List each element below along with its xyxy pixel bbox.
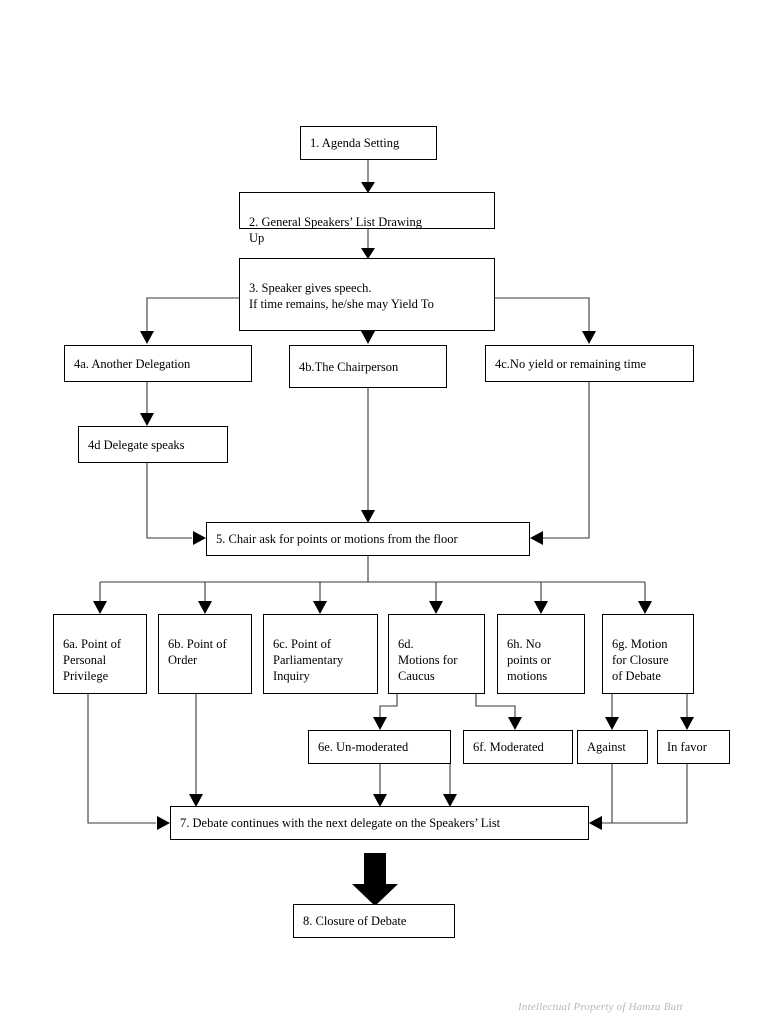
edge-infavor-to-7: [589, 764, 688, 830]
edge-6d-to-6f: [475, 694, 522, 730]
node-label: 1. Agenda Setting: [310, 136, 400, 150]
node-6g-motion-for-closure-of-debate[interactable]: 6g. Motion for Closure of Debate: [602, 614, 694, 694]
node-label: 4a. Another Delegation: [74, 356, 191, 371]
node-5-chair-asks-points-motions[interactable]: 5. Chair ask for points or motions from …: [206, 522, 530, 556]
node-label: 6c. Point of Parliamentary Inquiry: [273, 637, 344, 683]
node-in-favor[interactable]: In favor: [657, 730, 730, 764]
edge-2-to-3: [361, 228, 375, 259]
node-label: 8. Closure of Debate: [303, 914, 407, 928]
edge-3-to-4a: [140, 297, 239, 344]
node-label: 6f. Moderated: [473, 740, 544, 754]
edge-7-to-8-block-arrow: [352, 853, 398, 906]
node-agenda-setting[interactable]: 1. Agenda Setting: [300, 126, 437, 160]
edge-4c-to-5: [530, 382, 590, 545]
edge-4a-to-4d: [140, 382, 154, 426]
footer-copyright: Intellectual Property of Hamza Butt: [518, 1001, 683, 1013]
node-label: 6a. Point of Personal Privilege: [63, 637, 121, 683]
node-7-debate-continues[interactable]: 7. Debate continues with the next delega…: [170, 806, 589, 840]
node-6c-point-of-parliamentary-inquiry[interactable]: 6c. Point of Parliamentary Inquiry: [263, 614, 378, 694]
node-6f-moderated[interactable]: 6f. Moderated: [463, 730, 573, 764]
edge-bus-to-6h: [534, 582, 548, 614]
edge-6f-to-7: [443, 764, 457, 807]
edge-bus-to-6d: [429, 582, 443, 614]
edge-bus-to-6a: [93, 582, 107, 614]
edge-6d-to-6e: [373, 694, 398, 730]
node-label: 5. Chair ask for points or motions from …: [216, 532, 458, 546]
node-speaker-gives-speech[interactable]: 3. Speaker gives speech. If time remains…: [239, 258, 495, 331]
edge-3-to-4b: [361, 331, 375, 344]
edge-6g-to-infavor: [680, 694, 694, 730]
edge-6g-to-against: [605, 694, 619, 730]
node-label: 6h. No points or motions: [507, 637, 552, 683]
node-label: 4d Delegate speaks: [88, 437, 185, 452]
node-4c-no-yield[interactable]: 4c.No yield or remaining time: [485, 345, 694, 382]
edge-6b-to-7: [189, 694, 203, 807]
edge-3-to-4c: [495, 297, 596, 344]
node-6b-point-of-order[interactable]: 6b. Point of Order: [158, 614, 252, 694]
node-4a-another-delegation[interactable]: 4a. Another Delegation: [64, 345, 252, 382]
edge-4b-to-5: [361, 388, 375, 523]
node-label: Against: [587, 740, 626, 754]
edge-4d-to-5: [146, 463, 206, 545]
node-label: 4b.The Chairperson: [299, 359, 399, 374]
node-6e-un-moderated[interactable]: 6e. Un-moderated: [308, 730, 451, 764]
node-6d-motions-for-caucus[interactable]: 6d. Motions for Caucus: [388, 614, 485, 694]
edge-bus-to-6b: [198, 582, 212, 614]
node-label: In favor: [667, 740, 707, 754]
node-label: 6b. Point of Order: [168, 637, 227, 667]
node-label: 6e. Un-moderated: [318, 740, 409, 754]
node-label: 7. Debate continues with the next delega…: [180, 816, 501, 830]
edge-bus-to-6g: [638, 582, 652, 614]
node-label: 3. Speaker gives speech. If time remains…: [249, 281, 434, 311]
node-label: 6d. Motions for Caucus: [398, 637, 458, 683]
node-label: 2. General Speakers’ List Drawing Up: [249, 215, 422, 245]
node-6a-point-of-personal-privilege[interactable]: 6a. Point of Personal Privilege: [53, 614, 147, 694]
node-label: 4c.No yield or remaining time: [495, 356, 647, 371]
edge-6a-to-7: [87, 694, 170, 830]
node-label: 6g. Motion for Closure of Debate: [612, 637, 669, 683]
edge-5-to-bus: [100, 556, 645, 583]
node-8-closure-of-debate[interactable]: 8. Closure of Debate: [293, 904, 455, 938]
edge-6e-to-7: [373, 764, 387, 807]
node-6h-no-points-or-motions[interactable]: 6h. No points or motions: [497, 614, 585, 694]
node-against[interactable]: Against: [577, 730, 648, 764]
node-general-speakers-list[interactable]: 2. General Speakers’ List Drawing Up: [239, 192, 495, 245]
edge-bus-to-6c: [313, 582, 327, 614]
node-4d-delegate-speaks[interactable]: 4d Delegate speaks: [78, 426, 228, 463]
node-4b-the-chairperson[interactable]: 4b.The Chairperson: [289, 345, 447, 388]
edge-1-to-2: [361, 160, 375, 193]
